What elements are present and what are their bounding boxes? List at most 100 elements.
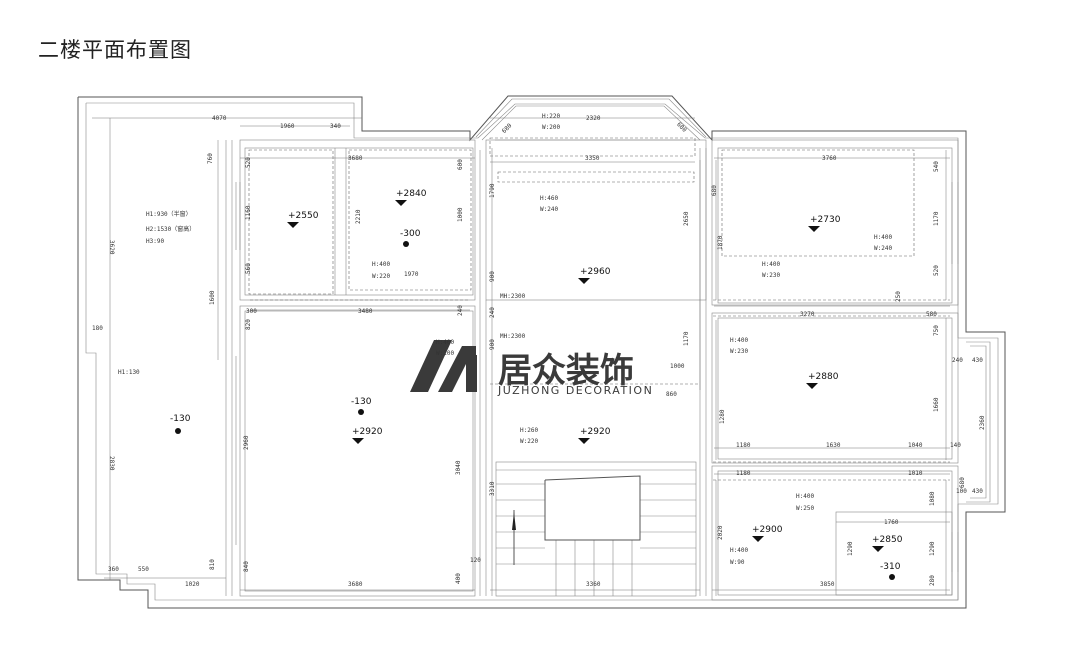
dimension-label: 250 [895, 291, 902, 302]
dimension-label: 520 [933, 265, 940, 276]
dimension-label: 3680 [348, 581, 363, 588]
company-logo: 居众装饰 JUZHONG DECORATION [410, 340, 652, 397]
dimension-label: 1960 [280, 123, 295, 130]
outer-wall [77, 95, 1006, 609]
dimension-label: 900 [489, 271, 496, 282]
dimension-label: 2960 [243, 435, 250, 450]
dimension-label: 1000 [670, 363, 685, 370]
dimension-label: +2920 [580, 427, 611, 437]
dimension-label: +2900 [752, 525, 783, 535]
dimension-label: 400 [455, 573, 462, 584]
dimension-label: -130 [351, 397, 372, 407]
dimension-label: 3310 [489, 481, 496, 496]
dimension-label: H:220 [542, 113, 560, 120]
dimension-label: 1280 [719, 409, 726, 424]
dimension-label: 300 [246, 308, 257, 315]
dimension-label: 240 [489, 307, 496, 318]
dimension-label: 1870 [717, 235, 724, 250]
dimension-label: 280 [929, 575, 936, 586]
dimension-label: 1170 [683, 331, 690, 346]
dimension-label: 560 [245, 263, 252, 274]
dimension-label: W:230 [762, 272, 780, 279]
dimension-label: -130 [170, 414, 191, 424]
dimension-label: H1:930（半窗） [146, 210, 192, 218]
dimension-label: 100 [956, 488, 967, 495]
dimension-label: +2850 [872, 535, 903, 545]
dimension-label: W:200 [542, 124, 560, 131]
level-markers [175, 200, 895, 580]
dimension-label: 240 [952, 357, 963, 364]
page-title: 二楼平面布置图 [38, 38, 192, 62]
dimension-label: H:400 [762, 261, 780, 268]
staircase [495, 461, 697, 597]
dimension-label: 430 [972, 488, 983, 495]
dimension-label: 1290 [929, 541, 936, 556]
dimension-label: 180 [92, 325, 103, 332]
dimension-label: 2210 [355, 209, 362, 224]
dimension-label: 1170 [933, 211, 940, 226]
dimension-label: 680 [959, 477, 966, 488]
dimension-label: MH:2300 [500, 293, 526, 300]
dimension-label: H:400 [436, 339, 454, 346]
dimension-label: 680 [501, 122, 514, 135]
dimension-label: +2730 [810, 215, 841, 225]
dimension-label: 750 [933, 325, 940, 336]
dimension-label: 3270 [800, 311, 815, 318]
dimension-label: 2360 [979, 415, 986, 430]
dimension-label: H:460 [540, 195, 558, 202]
dimension-label: 140 [950, 442, 961, 449]
dimension-label: 4070 [212, 115, 227, 122]
dimension-label: 240 [457, 305, 464, 316]
dimension-label: +2550 [288, 211, 319, 221]
dimension-label: +2880 [808, 372, 839, 382]
dimension-label: 840 [243, 561, 250, 572]
dimension-label: +2960 [580, 267, 611, 277]
dimension-label: 580 [926, 311, 937, 318]
dimension-label: 360 [108, 566, 119, 573]
dimension-label: 1290 [847, 541, 854, 556]
dimension-label: H:400 [874, 234, 892, 241]
dimension-label: 900 [489, 339, 496, 350]
dimension-label: H3:90 [146, 238, 164, 245]
dimension-label: 1020 [185, 581, 200, 588]
dimension-label: H:400 [372, 261, 390, 268]
dimension-label: 1180 [736, 470, 751, 477]
dimension-label: W:220 [372, 273, 390, 280]
dimension-label: 1790 [489, 183, 496, 198]
dimension-label: W:230 [730, 348, 748, 355]
dimension-label: 2020 [717, 525, 724, 540]
dimension-label: H1:130 [118, 369, 140, 376]
dimension-label: 1660 [933, 397, 940, 412]
dimension-label: H:400 [730, 337, 748, 344]
dimension-label: W:220 [520, 438, 538, 445]
dimension-label: 3680 [348, 155, 363, 162]
dimension-label: 600 [457, 159, 464, 170]
dimension-label: W:250 [796, 505, 814, 512]
dimension-label: 120 [470, 557, 481, 564]
dimension-label: 1970 [404, 271, 419, 278]
dimension-label: 3850 [820, 581, 835, 588]
dimension-label: W:240 [874, 245, 892, 252]
dimension-label: 2830 [108, 456, 115, 471]
dimension-label: 1010 [908, 470, 923, 477]
dimension-label: 3360 [586, 581, 601, 588]
annotations: H1:930（半窗） H2:1530（窗高） H3:90 H1:130 -130… [118, 113, 903, 572]
dimension-label: MH:2300 [500, 333, 526, 340]
dimension-label: 2650 [683, 211, 690, 226]
dimension-label: W:90 [730, 559, 745, 566]
dimension-label: 540 [933, 161, 940, 172]
dimension-label: 1040 [908, 442, 923, 449]
dimension-label: 550 [138, 566, 149, 573]
dimension-label: 760 [207, 153, 214, 164]
dimension-label: 860 [666, 391, 677, 398]
dimension-label: 810 [209, 559, 216, 570]
dimension-label: -310 [880, 562, 901, 572]
dimension-label: 2320 [586, 115, 601, 122]
dimension-label: 3620 [108, 240, 115, 255]
dimension-label: H:260 [520, 427, 538, 434]
dimension-label: 1600 [209, 290, 216, 305]
dimension-label: 520 [245, 157, 252, 168]
dimension-label: 340 [330, 123, 341, 130]
dimension-label: 1630 [826, 442, 841, 449]
